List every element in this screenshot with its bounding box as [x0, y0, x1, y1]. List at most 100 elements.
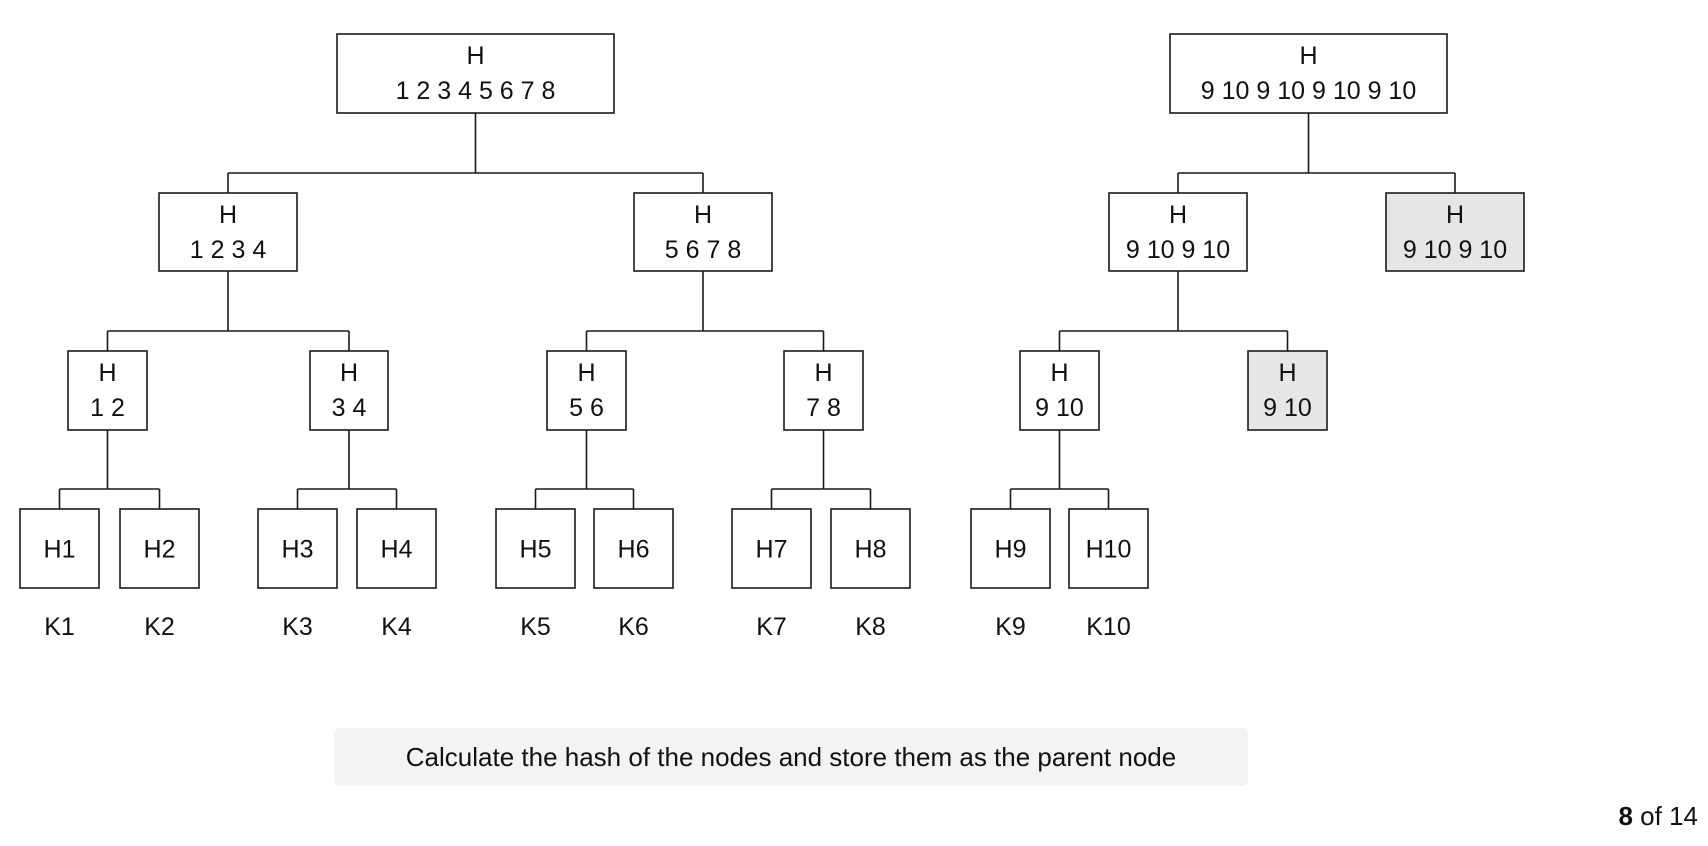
- hash-node: H 1 2 3 4 5 6 7 8: [336, 33, 615, 114]
- node-box: [1019, 350, 1100, 431]
- node-title: H: [1299, 42, 1317, 70]
- node-title: H3: [282, 536, 314, 564]
- key-label: K6: [618, 613, 649, 641]
- caption-text: Calculate the hash of the nodes and stor…: [405, 741, 1177, 772]
- node-layer: H 1 2 3 4 5 6 7 8 H 1 2 3 4 H 5 6 7 8 H 1 2 H 3 4…: [19, 33, 1525, 641]
- leaf-hash-node: H8: [830, 508, 911, 589]
- node-value: 1 2: [90, 394, 125, 422]
- edge-layer: [58, 113, 1456, 509]
- node-box: [1169, 33, 1448, 114]
- key-label: K1: [44, 613, 75, 641]
- node-box: [593, 508, 674, 589]
- leaf-hash-node: H1: [19, 508, 100, 589]
- node-box: [546, 350, 627, 431]
- node-box: [783, 350, 864, 431]
- connector-t1-n5678: [585, 271, 825, 351]
- node-value: 1 2 3 4: [190, 236, 267, 264]
- key-label: K8: [855, 613, 886, 641]
- hash-node: H 9 10: [1247, 350, 1328, 431]
- leaf-hash-node: H2: [119, 508, 200, 589]
- node-value: 3 4: [332, 394, 367, 422]
- hash-node: H 5 6 7 8: [633, 192, 773, 272]
- leaf-hash-node: H5: [495, 508, 576, 589]
- node-title: H2: [144, 536, 176, 564]
- connector-t2-left: [1058, 271, 1289, 351]
- node-box: [1068, 508, 1149, 589]
- connector-t1-root: [227, 113, 704, 193]
- key-label: K4: [381, 613, 412, 641]
- leaf-hash-node: H9: [970, 508, 1051, 589]
- hash-node: H9 10 9 10: [1108, 192, 1248, 272]
- node-title: H: [466, 42, 484, 70]
- duplicated-node-box: [1385, 192, 1525, 272]
- key-label: K3: [282, 613, 313, 641]
- hash-node: H 1 2: [67, 350, 148, 431]
- node-box: [119, 508, 200, 589]
- node-value: 9 10 9 10 9 10 9 10: [1201, 77, 1416, 105]
- node-title: H1: [44, 536, 76, 564]
- key-label: K2: [144, 613, 175, 641]
- node-box: [356, 508, 437, 589]
- key-label: K9: [995, 613, 1026, 641]
- key-label: K10: [1086, 613, 1130, 641]
- node-title: H: [1446, 201, 1464, 229]
- node-box: [633, 192, 773, 272]
- leaf-hash-node: H7: [731, 508, 812, 589]
- key-label: K7: [756, 613, 787, 641]
- hash-node: H9 10: [1019, 350, 1100, 431]
- node-title: H: [219, 201, 237, 229]
- node-title: H: [577, 359, 595, 387]
- node-box: [830, 508, 911, 589]
- leaf-hash-node: H4: [356, 508, 437, 589]
- hash-node: H 3 4: [309, 350, 389, 431]
- node-value: 7 8: [806, 394, 841, 422]
- node-title: H: [340, 359, 358, 387]
- hash-node: H 7 8: [783, 350, 864, 431]
- node-box: [970, 508, 1051, 589]
- leaf-hash-node: H10: [1068, 508, 1149, 589]
- node-box: [336, 33, 615, 114]
- connector-t1-n1234: [106, 271, 350, 351]
- node-value: 5 6: [569, 394, 604, 422]
- connector-t1-n56: [534, 430, 635, 509]
- node-title: H5: [520, 536, 552, 564]
- node-box: [158, 192, 298, 272]
- node-title: H7: [756, 536, 788, 564]
- connector-t2-n910: [1009, 430, 1110, 509]
- caption: Calculate the hash of the nodes and stor…: [334, 728, 1248, 786]
- node-box: [495, 508, 576, 589]
- key-label: K5: [520, 613, 551, 641]
- node-value: 9 10: [1035, 394, 1084, 422]
- node-box: [257, 508, 338, 589]
- hash-node: H 1 2 3 4: [158, 192, 298, 272]
- page-current: 8: [1618, 801, 1633, 831]
- page-total: 14: [1669, 801, 1698, 831]
- connector-t1-n78: [770, 430, 872, 509]
- node-title: H8: [855, 536, 887, 564]
- node-title: H: [814, 359, 832, 387]
- node-box: [19, 508, 100, 589]
- node-value: 5 6 7 8: [665, 236, 741, 264]
- node-value: 9 10 9 10: [1403, 236, 1507, 264]
- hash-node: H 9 10 9 10: [1385, 192, 1525, 272]
- page-separator: of: [1640, 801, 1662, 831]
- node-value: 1 2 3 4 5 6 7 8: [396, 77, 556, 105]
- node-title: H: [98, 359, 116, 387]
- node-box: [309, 350, 389, 431]
- connector-t1-n34: [296, 430, 398, 509]
- node-title: H9: [995, 536, 1027, 564]
- node-title: H6: [618, 536, 650, 564]
- leaf-hash-node: H6: [593, 508, 674, 589]
- node-title: H: [1278, 359, 1296, 387]
- hash-node: H 9 10 9 10 9 10 9 10: [1169, 33, 1448, 114]
- page-indicator: 8 of 14: [1618, 801, 1698, 832]
- connector-t1-n12: [58, 430, 161, 509]
- node-title: H: [694, 201, 712, 229]
- node-box: [67, 350, 148, 431]
- node-value: 9 10 9 10: [1126, 236, 1230, 264]
- leaf-hash-node: H3: [257, 508, 338, 589]
- node-value: 9 10: [1263, 394, 1312, 422]
- node-title: H10: [1086, 536, 1132, 564]
- hash-node: H 5 6: [546, 350, 627, 431]
